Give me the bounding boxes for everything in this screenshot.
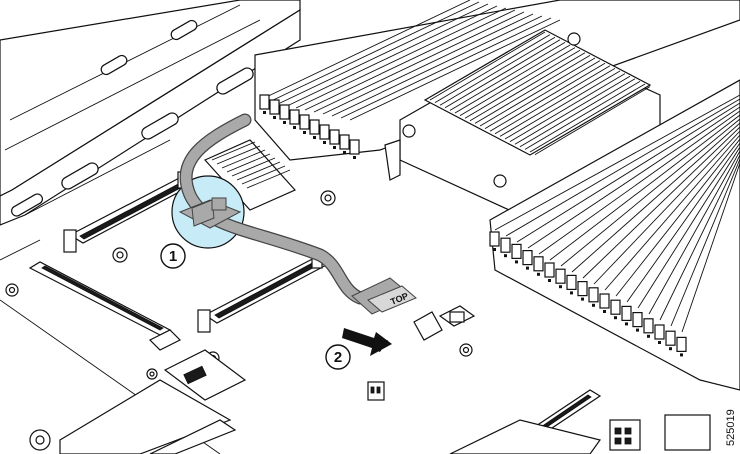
dimm-latch [511, 243, 522, 259]
dimm-latch [654, 324, 665, 340]
callout-2: 2 [325, 344, 351, 370]
dimm-latch [299, 114, 310, 130]
cable [179, 113, 367, 305]
dimm-latch [329, 129, 340, 145]
dimm-latch [566, 274, 577, 290]
dimm-latch [577, 281, 588, 297]
dimm-latch [588, 287, 599, 303]
dimm-latch [522, 250, 533, 266]
pcie-slot-lower-long [28, 261, 182, 351]
dimm-latch [269, 99, 280, 115]
callout-1: 1 [160, 243, 186, 269]
dimm-latch [319, 124, 330, 140]
dimm-bank-lower [489, 79, 740, 391]
dimm-latch [555, 268, 566, 284]
dimm-latch [610, 299, 621, 315]
bottom-connectors [367, 381, 711, 454]
dimm-latch [309, 119, 320, 135]
dimm-latch [289, 109, 300, 125]
dimm-latch [339, 134, 350, 150]
chassis-rail [0, 0, 301, 226]
dimm-latch [599, 293, 610, 309]
dimm-latch [489, 231, 500, 247]
cable-clip [178, 197, 242, 229]
dimm-latch [259, 94, 270, 110]
dimm-latch [643, 318, 654, 334]
dimm-latch [279, 104, 290, 120]
dimm-latch [533, 256, 544, 272]
callout-2-number: 2 [334, 349, 342, 366]
board-socket [438, 305, 476, 327]
rail-slot-holes [11, 19, 254, 217]
dimm-latch [665, 330, 676, 346]
dimm-latch [349, 139, 360, 155]
arrow-right-icon [342, 328, 392, 356]
dimm-latch [621, 305, 632, 321]
dimm-latch [544, 262, 555, 278]
pcie-slot-middle [197, 249, 334, 333]
mini-board [59, 349, 247, 454]
callout-1-number: 1 [169, 248, 177, 265]
cable-connector: TOP [351, 277, 443, 341]
dimm-latch [632, 312, 643, 328]
figure-id-number: 525019 [725, 409, 737, 446]
dimm-latch [676, 336, 687, 352]
dimm-latch [500, 237, 511, 253]
